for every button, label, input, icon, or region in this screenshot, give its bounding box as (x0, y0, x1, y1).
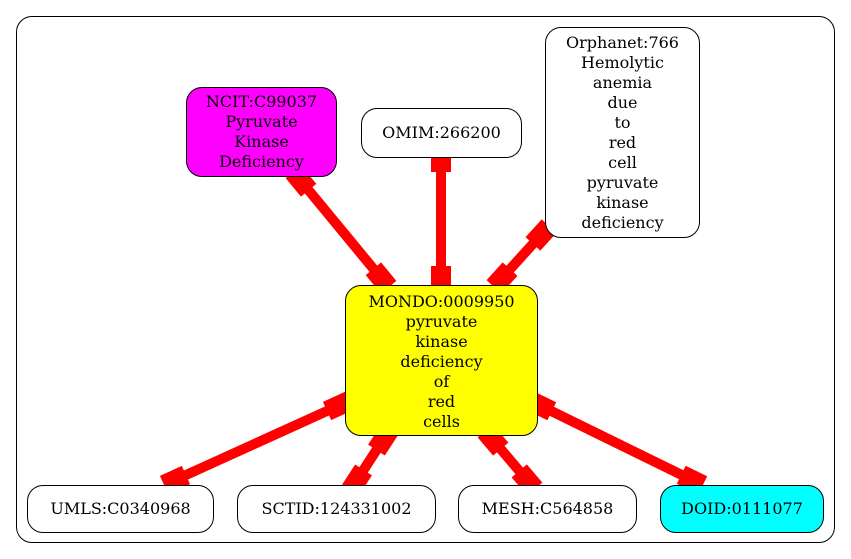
node-doid-0111077[interactable]: DOID:0111077 (660, 485, 824, 533)
graph-cluster-frame (16, 16, 835, 543)
node-mondo-0009950[interactable]: MONDO:0009950 pyruvate kinase deficiency… (345, 285, 538, 436)
node-orphanet-766[interactable]: Orphanet:766 Hemolytic anemia due to red… (545, 27, 700, 238)
node-sctid-124331002[interactable]: SCTID:124331002 (237, 485, 436, 533)
edge-umls (172, 401, 341, 485)
node-omim-266200[interactable]: OMIM:266200 (361, 108, 522, 158)
edge-omim-end-b (431, 266, 451, 290)
edge-ncit (297, 177, 385, 282)
node-mesh-c564858[interactable]: MESH:C564858 (458, 485, 637, 533)
node-umls-c0340968[interactable]: UMLS:C0340968 (27, 485, 214, 533)
node-ncit-c99037[interactable]: NCIT:C99037 Pyruvate Kinase Deficiency (186, 87, 337, 177)
edge-doid (538, 401, 695, 485)
